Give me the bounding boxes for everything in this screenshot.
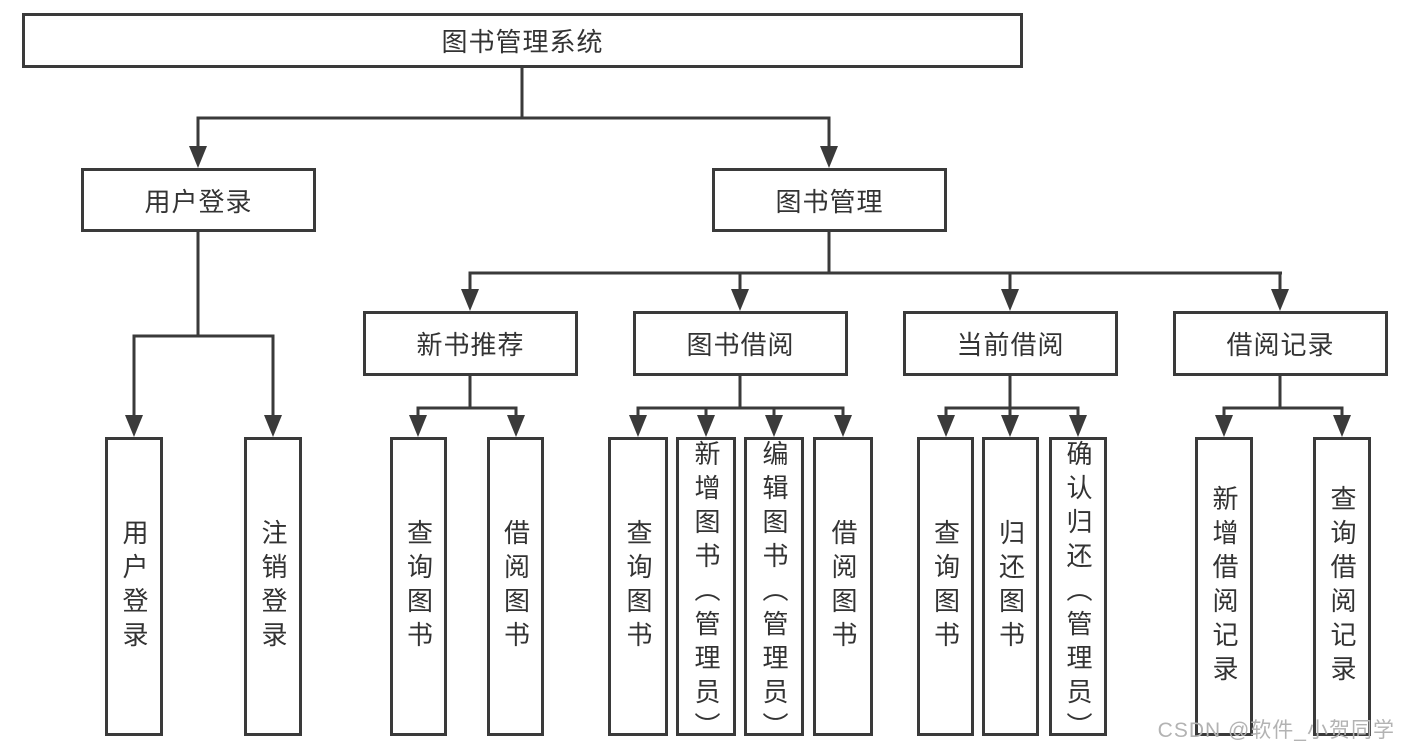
node-library-system: 图书管理系统 (22, 13, 1023, 68)
leaf-edit-book-admin: 编辑图书（管理员） (744, 437, 804, 746)
node-current-borrowing: 当前借阅 (903, 311, 1118, 376)
leaf-query-books-recommend: 查询图书 (390, 437, 447, 736)
leaf-borrow-books: 借阅图书 (813, 437, 873, 736)
node-book-borrowing: 图书借阅 (633, 311, 848, 376)
leaf-return-books: 归还图书 (982, 437, 1039, 736)
leaf-query-borrow-record: 查询借阅记录 (1313, 437, 1371, 736)
leaf-confirm-return-admin: 确认归还（管理员） (1049, 437, 1107, 746)
node-borrowing-records: 借阅记录 (1173, 311, 1388, 376)
csdn-watermark: CSDN @软件_小贺同学 (1157, 719, 1395, 742)
leaf-add-borrow-record: 新增借阅记录 (1195, 437, 1253, 736)
leaf-add-book-admin: 新增图书（管理员） (676, 437, 736, 746)
leaf-logout: 注销登录 (244, 437, 302, 736)
leaf-query-books-borrow: 查询图书 (608, 437, 668, 736)
node-new-book-recommendation: 新书推荐 (363, 311, 578, 376)
node-book-management: 图书管理 (712, 168, 947, 232)
leaf-user-login: 用户登录 (105, 437, 163, 736)
node-user-login: 用户登录 (81, 168, 316, 232)
leaf-borrow-books-recommend: 借阅图书 (487, 437, 544, 736)
leaf-query-books-current: 查询图书 (917, 437, 974, 736)
